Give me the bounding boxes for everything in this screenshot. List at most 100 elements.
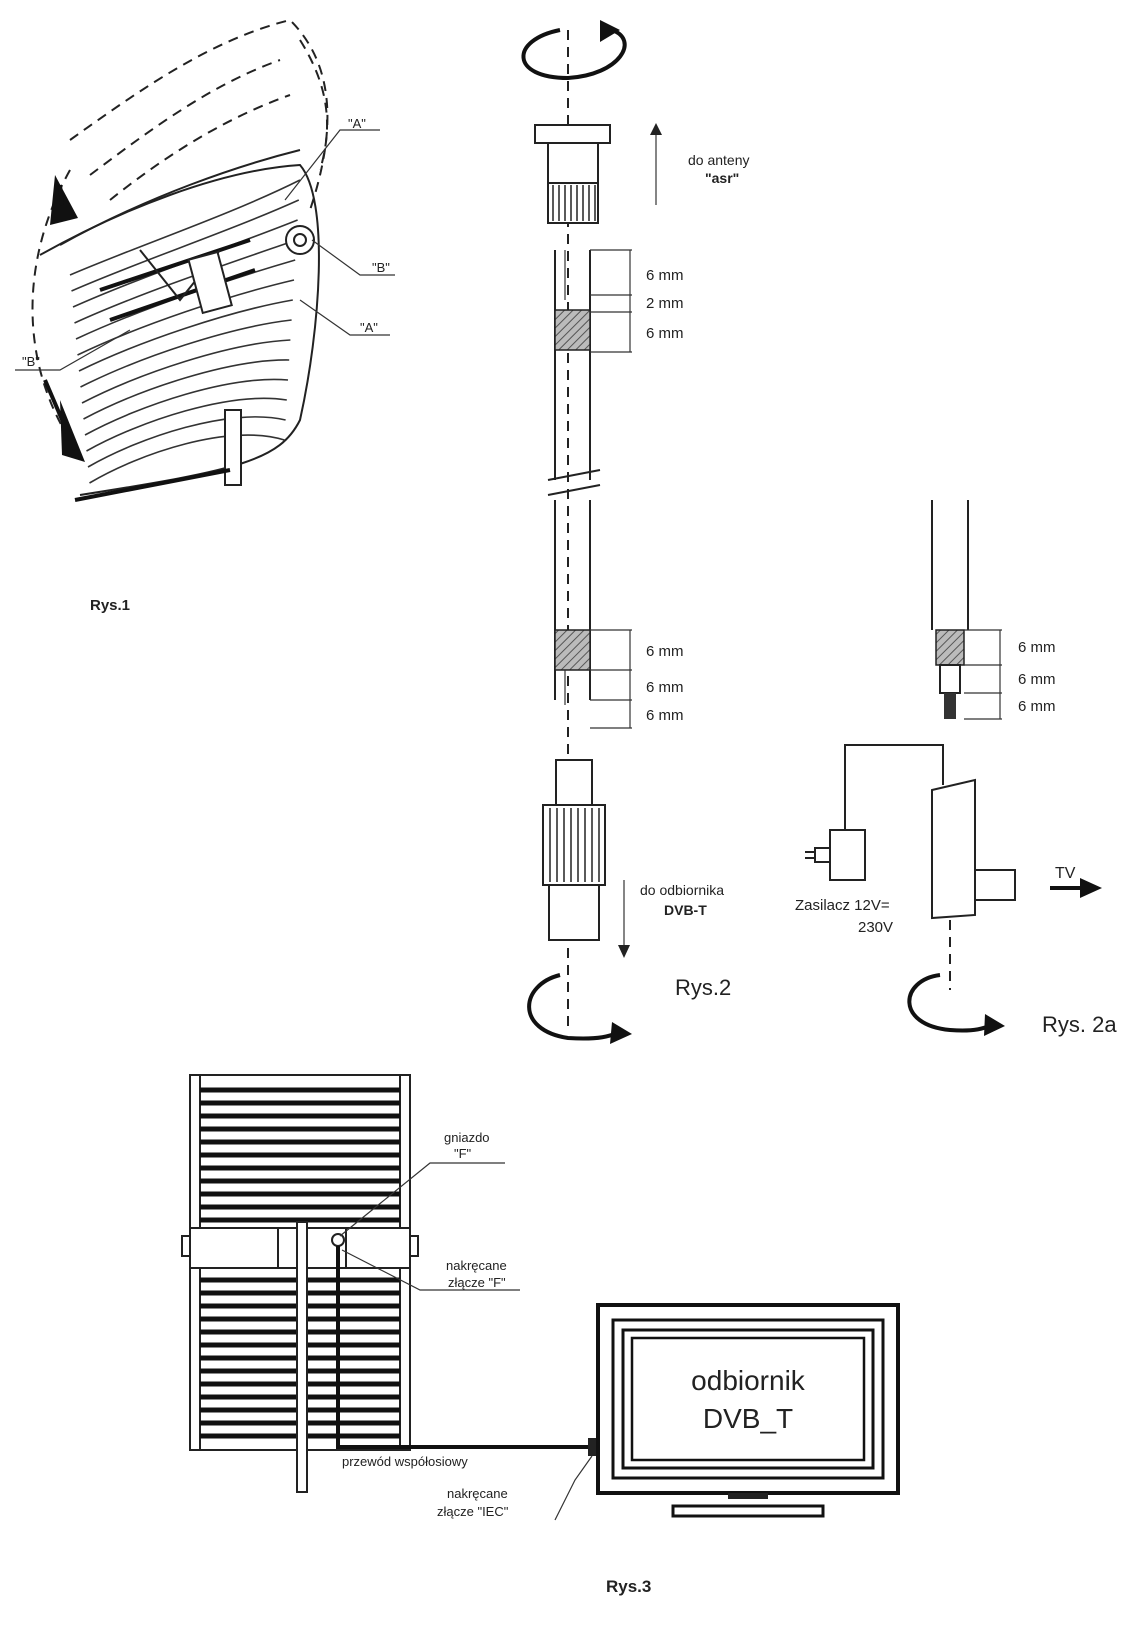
reflector-slat	[69, 179, 301, 276]
screw-f-label-2: złącze "F"	[448, 1275, 506, 1290]
arrow-to-tv-icon	[1080, 878, 1102, 898]
screw-iec-label-2: złącze "IEC"	[437, 1504, 509, 1519]
rotation-arrow-top-icon	[600, 20, 620, 42]
hinge-joint	[285, 225, 315, 255]
power-injector-box	[931, 778, 976, 920]
mounting-mast	[224, 409, 242, 486]
label-b-left: "B"	[22, 354, 40, 369]
bottom-dim-1: 6 mm	[646, 643, 684, 660]
rotation-arrow-2a-icon	[984, 1014, 1005, 1036]
braid-section	[935, 629, 965, 666]
reflector-tilted-outline	[299, 39, 329, 171]
reflector-slat	[87, 416, 286, 468]
dipole-element	[109, 268, 256, 322]
reflector-slat	[83, 359, 290, 420]
reflector-slat	[77, 279, 295, 356]
tilt-arrow-up-icon	[58, 184, 64, 206]
caption-rys2a: Rys. 2a	[1042, 1012, 1117, 1037]
receiver-label-2: DVB_T	[703, 1403, 793, 1434]
reflector-panel	[39, 163, 320, 496]
center-conductor	[944, 693, 956, 719]
braid-section-top	[554, 309, 591, 351]
rotation-arrow-top-icon	[521, 28, 627, 81]
power-label-1: Zasilacz 12V=	[795, 897, 890, 914]
screw-f-label-1: nakręcane	[446, 1258, 507, 1273]
reflector-bottom-bar	[74, 468, 231, 502]
top-dim-3: 6 mm	[646, 325, 684, 342]
tv-stand-base	[671, 1504, 825, 1518]
reflector-slat	[80, 319, 292, 388]
f-connector-grip	[547, 182, 599, 224]
figure-3-installation: gniazdo "F" nakręcane złącze "F" przewód…	[181, 1074, 900, 1596]
iec-connector	[588, 1438, 598, 1456]
tilt-arrow-up-icon	[50, 175, 78, 225]
reflector-top-bar	[59, 149, 301, 246]
reflector-tilted-outline	[89, 59, 281, 176]
iec-plug-grip	[542, 804, 606, 886]
f-connector-body	[547, 142, 599, 184]
reflector-slat	[78, 299, 293, 372]
power-adapter	[829, 829, 866, 881]
leader-line-b-right	[311, 239, 395, 276]
figure-2a-power-supply: 6 mm 6 mm 6 mm Zasilacz 12V= 230V TV Rys…	[795, 500, 1117, 1037]
dipole-housing	[187, 250, 233, 315]
reflector-tilted-outline	[69, 18, 329, 211]
label-a-top: "A"	[348, 116, 366, 131]
supply-wire	[844, 744, 944, 830]
tv-label: TV	[1055, 865, 1076, 882]
leader-line-a-top	[284, 129, 380, 201]
caption-rys2: Rys.2	[675, 975, 731, 1000]
arrow-up-to-antenna-icon	[650, 123, 662, 135]
cable-break-mark	[547, 484, 601, 496]
reflector-slat	[89, 434, 285, 484]
to-antenna-label-1: do anteny	[688, 152, 750, 168]
coaxial-cable	[336, 1246, 590, 1449]
iec-plug-body	[548, 884, 600, 941]
receiver-label-1: odbiornik	[691, 1365, 806, 1396]
socket-label-2: "F"	[454, 1146, 472, 1161]
top-dimension-group: 6 mm 2 mm 6 mm	[590, 249, 684, 353]
power-label-2: 230V	[858, 919, 893, 936]
to-receiver-label-2: DVB-T	[664, 902, 707, 918]
rotation-arrow-2a-icon	[907, 973, 993, 1033]
fig2a-dim-3: 6 mm	[1018, 698, 1056, 715]
leader-screw-f	[341, 1249, 520, 1291]
reflector-slats	[69, 179, 301, 484]
power-injector-output	[974, 869, 1016, 901]
reflector-slat	[75, 259, 296, 340]
tilt-arrow-down-icon	[43, 379, 77, 451]
caption-rys3: Rys.3	[606, 1577, 651, 1596]
dipole-element	[99, 238, 251, 292]
caption-rys1: Rys.1	[90, 597, 130, 614]
f-socket	[331, 1233, 345, 1247]
dielectric-section	[939, 664, 961, 694]
connector-ribs	[552, 185, 596, 221]
fig2a-dimension-group: 6 mm 6 mm 6 mm	[964, 629, 1056, 720]
iec-plug-tip	[555, 759, 593, 806]
rotation-arrow-bottom-icon	[610, 1022, 632, 1044]
fig2a-dim-2: 6 mm	[1018, 671, 1056, 688]
reflector-slat	[71, 199, 300, 292]
label-b-right: "B"	[372, 260, 390, 275]
figure-1-antenna: "A" "B" "A" "B" Rys.1	[15, 18, 395, 614]
braid-section-bottom	[554, 629, 591, 671]
top-dim-1: 6 mm	[646, 267, 684, 284]
bottom-dim-3: 6 mm	[646, 707, 684, 724]
reflector-slat	[84, 378, 289, 436]
leader-screw-iec	[554, 1455, 593, 1521]
cable-break-mark	[547, 469, 601, 481]
screw-iec-label-1: nakręcane	[447, 1486, 508, 1501]
tv-stand-neck	[728, 1493, 768, 1499]
to-antenna-label-2: "asr"	[705, 170, 739, 186]
reflector-slat	[81, 339, 291, 404]
bottom-dimension-group: 6 mm 6 mm 6 mm	[590, 629, 684, 729]
power-adapter-plug	[814, 847, 831, 863]
cable-label: przewód współosiowy	[342, 1454, 468, 1469]
leader-line-b-left	[15, 329, 131, 371]
to-receiver-label-1: do odbiornika	[640, 882, 724, 898]
reflector-slat	[86, 397, 287, 452]
reflector-tilted-outline	[109, 94, 291, 201]
connector-ribs	[549, 808, 600, 882]
